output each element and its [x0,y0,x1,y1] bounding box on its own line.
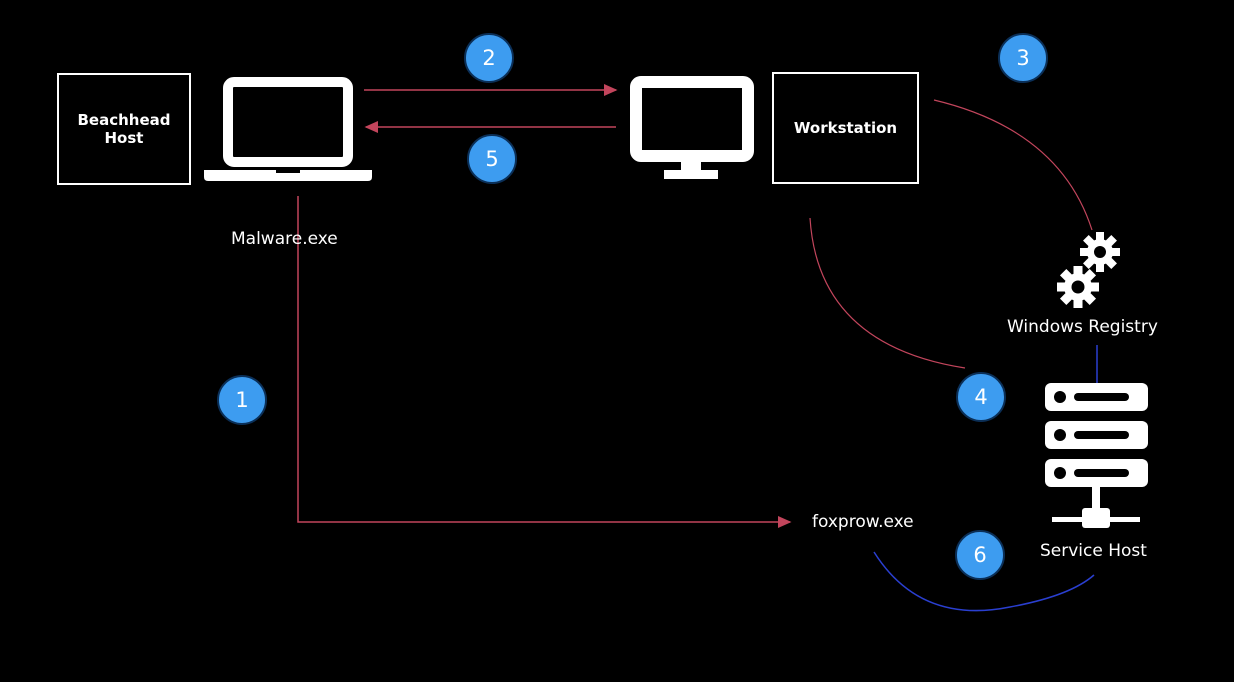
step-badge-3: 3 [998,33,1048,83]
step-badge-6: 6 [955,530,1005,580]
beachhead-host-label: Beachhead Host [77,111,171,147]
step-badge-2: 2 [464,33,514,83]
curve-workstation-to-service-host [809,217,966,369]
monitor-icon [630,76,754,179]
step-badge-4: 4 [956,372,1006,422]
workstation-box: Workstation [772,72,919,184]
laptop-icon [204,77,372,181]
gears-icon [1057,232,1120,308]
curve-foxprow-to-service-host [873,551,1095,612]
windows-registry-label: Windows Registry [1007,317,1158,337]
arrow-malware-to-foxprow [297,196,792,528]
beachhead-host-box: Beachhead Host [57,73,191,185]
server-icon [1045,383,1148,528]
workstation-label: Workstation [793,119,898,137]
malware-label: Malware.exe [231,229,338,249]
foxprow-label: foxprow.exe [812,512,914,532]
service-host-label: Service Host [1040,541,1147,561]
step-badge-5: 5 [467,134,517,184]
curve-workstation-to-registry [933,99,1093,231]
step-badge-1: 1 [217,375,267,425]
